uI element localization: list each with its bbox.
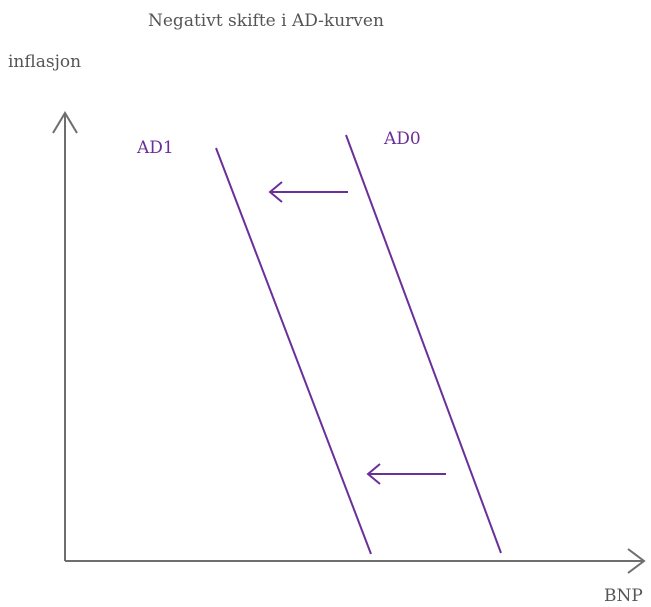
shift-arrow-upper-head bbox=[268, 181, 283, 203]
x-axis bbox=[65, 548, 646, 574]
ad1-curve-line bbox=[215, 147, 372, 555]
ad0-curve: AD0 bbox=[345, 129, 502, 554]
ad1-label: AD1 bbox=[136, 138, 174, 158]
y-axis-arrowhead bbox=[52, 111, 78, 134]
ad0-curve-line bbox=[345, 134, 502, 554]
ad1-curve: AD1 bbox=[136, 138, 372, 555]
diagram-title: Negativt skifte i AD-kurven bbox=[148, 11, 384, 31]
shift-arrow-upper bbox=[268, 181, 348, 203]
x-axis-label: BNP bbox=[604, 586, 643, 606]
shift-arrow-lower-head bbox=[366, 463, 381, 485]
x-axis-arrowhead bbox=[627, 548, 646, 574]
ad0-label: AD0 bbox=[383, 129, 421, 149]
y-axis-label: inflasjon bbox=[8, 52, 81, 72]
shift-arrow-lower bbox=[366, 463, 446, 485]
y-axis bbox=[52, 111, 78, 561]
